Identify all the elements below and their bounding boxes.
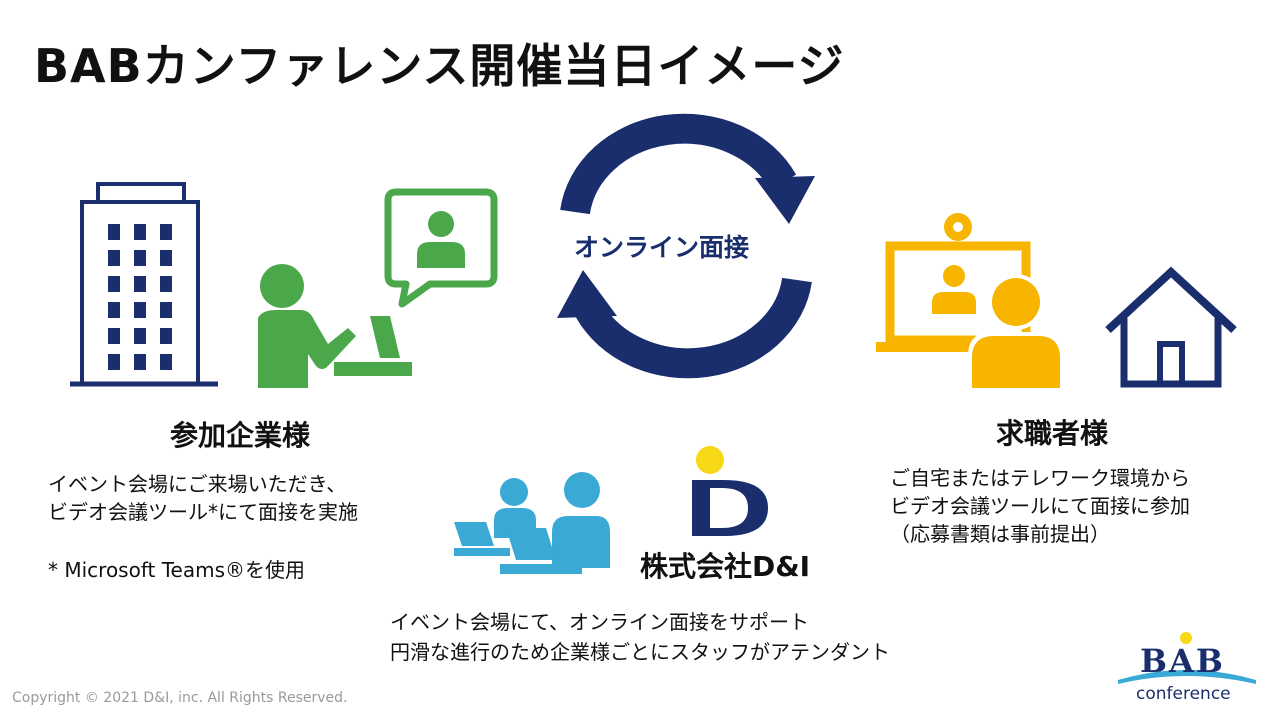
bab-logo-mark [1118,632,1256,684]
person-at-laptop-icon [258,264,412,388]
video-call-bubble-icon [384,188,498,308]
copyright: Copyright © 2021 D&I, inc. All Rights Re… [12,690,348,706]
job-seekers-heading: 求職者様 [996,417,1109,450]
company-line-2: 円滑な進行のため企業様ごとにスタッフがアテンダント [390,640,890,664]
job-seekers-line-2: ビデオ会議ツールにて面接に参加 [890,494,1190,518]
company-line-1: イベント会場にて、オンライン面接をサポート [390,610,809,634]
staff-at-laptops-icon [454,472,610,574]
bab-conference-logo: BAB conference [1112,628,1262,712]
page-title: BABカンファレンス開催当日イメージ [34,39,845,93]
center-label: オンライン面接 [574,233,750,262]
office-building-icon [70,182,218,387]
remote-worker-icon [876,213,1064,390]
bab-logo-subtext: conference [1136,684,1231,704]
company-attendees-heading: 参加企業様 [170,419,311,452]
house-icon [1105,266,1237,388]
company-attendees-line-1: イベント会場にご来場いただき、 [48,472,347,496]
job-seekers-line-3: （応募書類は事前提出） [890,522,1110,546]
teams-note: * Microsoft Teams®を使用 [48,558,306,582]
bab-logo-text: BAB [1140,642,1225,680]
circular-arrows-icon [557,113,815,379]
di-logo-icon [692,446,768,536]
company-attendees-line-2: ビデオ会議ツール*にて面接を実施 [48,500,358,524]
job-seekers-line-1: ご自宅またはテレワーク環境から [890,466,1190,490]
company-name: 株式会社D&I [640,550,811,583]
